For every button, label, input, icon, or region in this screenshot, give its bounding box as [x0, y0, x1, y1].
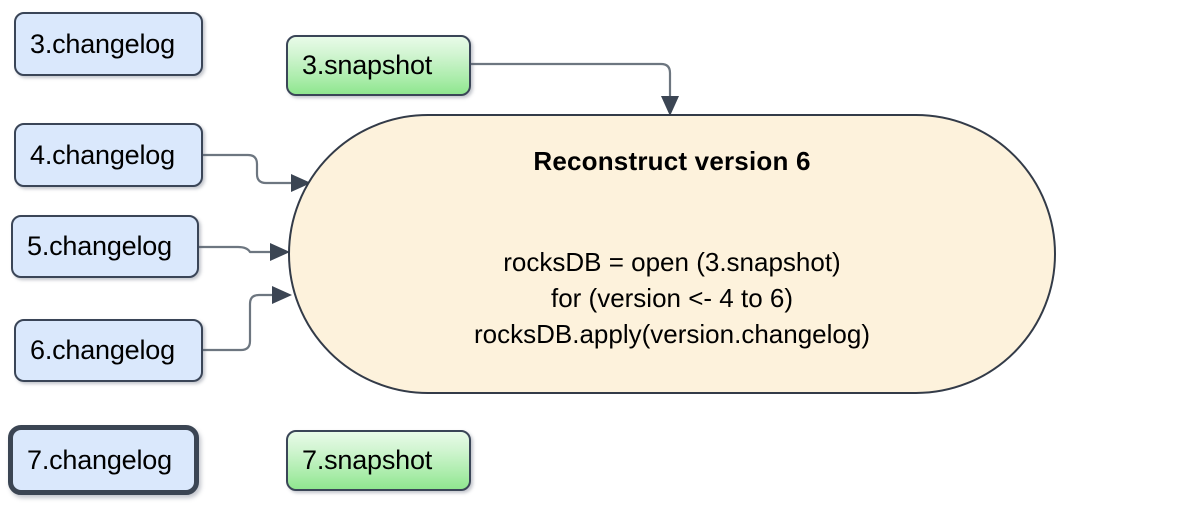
process-code-line-2: for (version <- 4 to 6): [550, 283, 794, 313]
process-code-line-1: rocksDB = open (3.snapshot): [503, 247, 841, 277]
node-changelog-5[interactable]: 5.changelog: [11, 215, 199, 278]
node-changelog-6[interactable]: 6.changelog: [14, 319, 203, 382]
node-changelog-3[interactable]: 3.changelog: [14, 12, 203, 76]
process-code-block: rocksDB = open (3.snapshot) for (version…: [290, 244, 1054, 352]
process-node-reconstruct-version-6[interactable]: Reconstruct version 6 rocksDB = open (3.…: [288, 114, 1056, 394]
node-snapshot-7-label: 7.snapshot: [302, 445, 433, 475]
edge-snapshot3-to-process: [471, 62, 679, 116]
node-changelog-7[interactable]: 7.changelog: [8, 425, 199, 495]
node-snapshot-7[interactable]: 7.snapshot: [286, 430, 471, 491]
node-snapshot-3-label: 3.snapshot: [302, 50, 433, 80]
process-code-line-3: rocksDB.apply(version.changelog): [474, 319, 870, 349]
node-changelog-6-label: 6.changelog: [30, 335, 175, 365]
edge-changelog6-to-process: [203, 286, 292, 352]
node-changelog-4-label: 4.changelog: [30, 139, 175, 170]
edge-changelog5-to-process: [199, 243, 290, 261]
node-changelog-5-label: 5.changelog: [27, 231, 172, 261]
node-snapshot-3[interactable]: 3.snapshot: [286, 35, 471, 96]
node-changelog-7-label: 7.changelog: [27, 444, 172, 475]
process-title: Reconstruct version 6: [533, 146, 811, 176]
node-changelog-3-label: 3.changelog: [30, 28, 175, 59]
node-changelog-4[interactable]: 4.changelog: [14, 123, 203, 187]
